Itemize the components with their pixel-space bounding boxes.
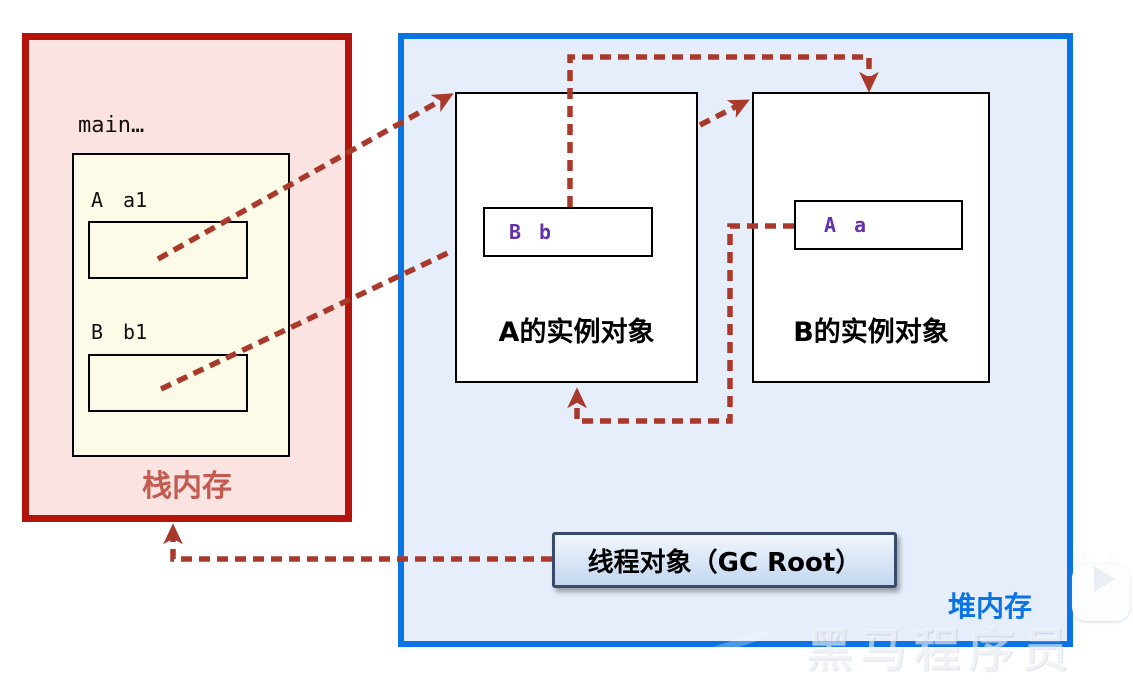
gc-root-box: 线程对象（GC Root） — [552, 532, 897, 588]
watermark-fragment — [1079, 628, 1088, 652]
instance-a-label: A的实例对象 — [498, 317, 655, 348]
stack-var-b1-slot — [88, 354, 248, 412]
field-a-name: a — [854, 213, 867, 237]
stack-var-a1-slot — [88, 221, 248, 279]
field-a-type: A — [824, 213, 837, 237]
var-a1-name: a1 — [123, 188, 148, 212]
bilibili-tv-play-icon[interactable] — [1070, 549, 1132, 628]
play-triangle-icon — [1094, 566, 1115, 592]
watermark-text: 黑马程序员 — [806, 623, 1076, 677]
field-b-name: b — [539, 220, 552, 244]
var-b1-type: B — [91, 320, 104, 344]
var-a1-type: A — [91, 188, 104, 212]
heap-region-title: 堆内存 — [947, 590, 1032, 623]
stack-region-title: 栈内存 — [142, 469, 232, 504]
instance-b-label: B的实例对象 — [793, 317, 949, 348]
var-b1-name: b1 — [123, 320, 148, 344]
watermark-fragment — [1095, 636, 1104, 652]
field-b-type: B — [509, 220, 522, 244]
main-frame-label: main… — [78, 113, 145, 138]
